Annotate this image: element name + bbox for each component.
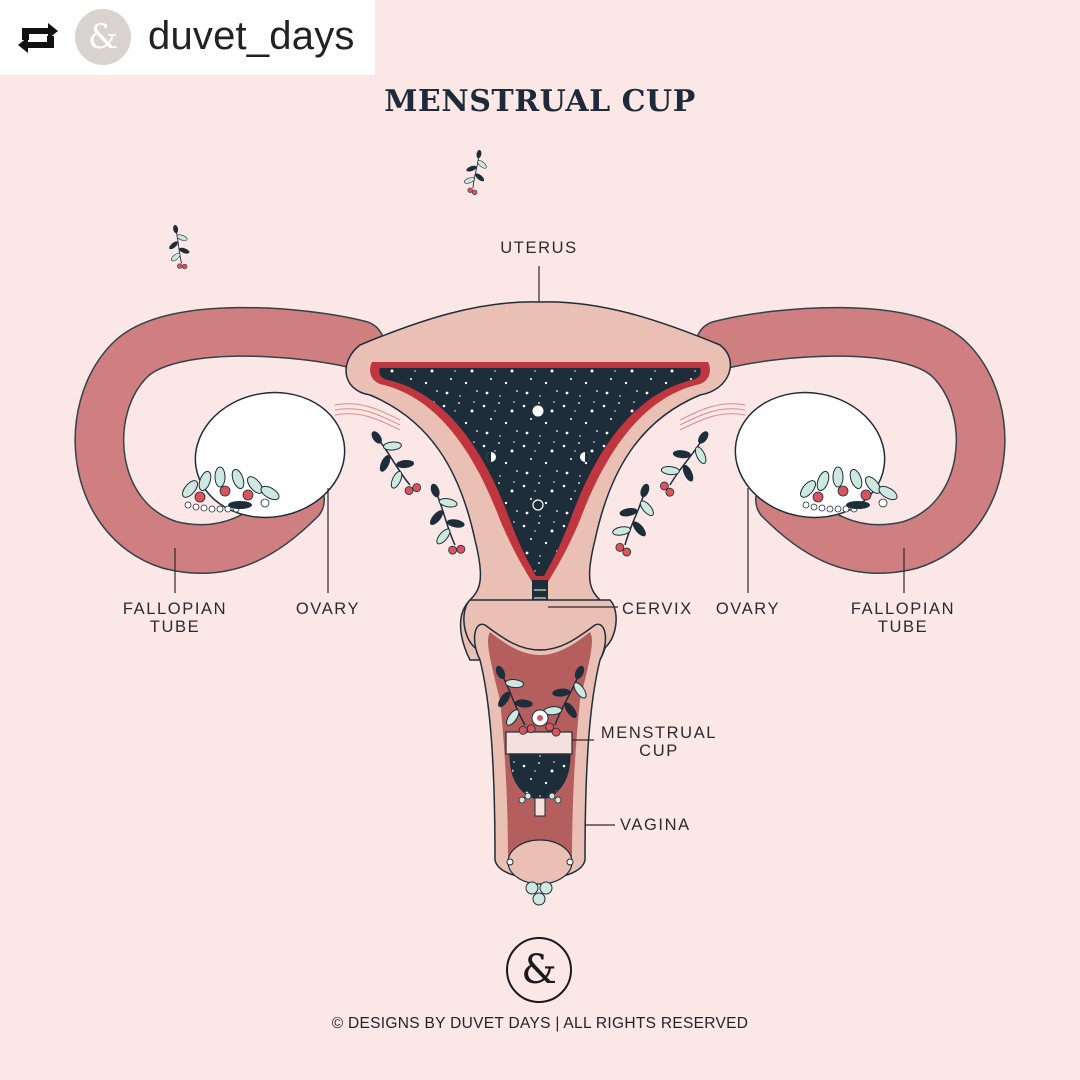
label-ovary-right: OVARY	[715, 600, 781, 618]
diagram-title: MENSTRUAL CUP	[384, 84, 696, 119]
repost-header: & duvet_days	[0, 0, 375, 75]
uterine-cavity	[379, 368, 701, 576]
label-cup-line1: MENSTRUAL	[600, 724, 718, 742]
vaginal-flora	[480, 657, 600, 743]
label-fallopian-tube-right: FALLOPIAN TUBE	[838, 600, 968, 636]
label-uterus: UTERUS	[500, 239, 578, 257]
ovary-left	[194, 391, 346, 519]
copyright-text: © DESIGNS BY DUVET DAYS | ALL RIGHTS RES…	[331, 1015, 749, 1032]
brand-logo: &	[506, 937, 572, 1003]
label-fallopian-left-line1: FALLOPIAN	[122, 600, 228, 618]
label-fallopian-right-line1: FALLOPIAN	[850, 600, 956, 618]
label-ovary-left: OVARY	[295, 600, 361, 618]
label-fallopian-left-line2: TUBE	[149, 618, 201, 636]
label-fallopian-right-line2: TUBE	[877, 618, 929, 636]
label-menstrual-cup: MENSTRUAL CUP	[594, 724, 724, 760]
logo-glyph: &	[521, 947, 557, 993]
label-cervix: CERVIX	[622, 600, 693, 618]
label-fallopian-tube-left: FALLOPIAN TUBE	[110, 600, 240, 636]
menstrual-cup-rim	[505, 731, 573, 755]
label-cup-line2: CUP	[639, 742, 679, 760]
avatar-glyph: &	[87, 17, 119, 57]
username[interactable]: duvet_days	[148, 14, 355, 58]
ovary-right	[734, 391, 886, 519]
repost-icon[interactable]	[16, 20, 60, 56]
avatar[interactable]: &	[75, 9, 131, 65]
label-vagina: VAGINA	[620, 816, 691, 834]
